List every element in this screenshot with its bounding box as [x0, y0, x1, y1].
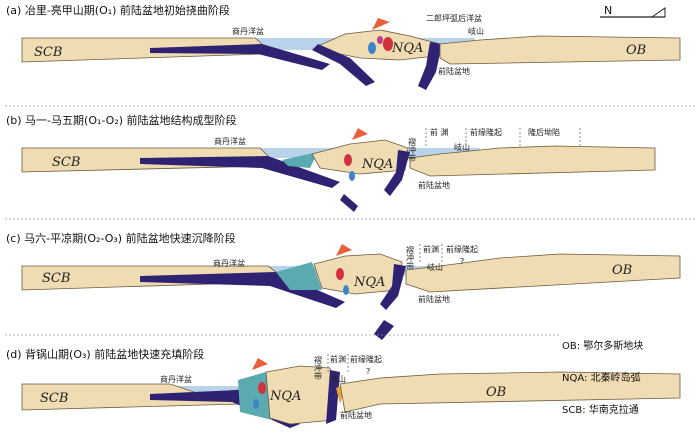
panel-c-zone-wedge: 褶冲带 — [406, 245, 415, 271]
panel-d-ob-label: OB — [486, 385, 506, 400]
panel-a-volcano — [372, 18, 390, 30]
panel-d-nqa-label: NQA — [269, 389, 301, 404]
panel-c: (c) 马六-平凉期(O₂-O₃) 前陆盆地快速沉降阶段 SCB NQA OB … — [5, 231, 680, 340]
panel-a: (a) 冶里-亮甲山期(O₁) 前陆盆地初始挠曲阶段 SCB NQA OB 商丹… — [5, 3, 695, 106]
panel-d-ocean-label: 商丹洋盆 — [160, 374, 192, 384]
north-arrow: N — [600, 4, 665, 17]
panel-c-slab-fragment — [374, 320, 394, 340]
panel-d-question: ? — [366, 367, 370, 376]
panel-c-nqa-label: NQA — [353, 275, 385, 290]
panel-b-scb-label: SCB — [52, 155, 80, 170]
panel-a-magma-pink — [377, 36, 383, 44]
panel-b-magma-blue — [349, 171, 355, 181]
panel-c-zone-bulge: 前缘隆起 — [446, 244, 478, 254]
panel-d-magma-blue — [253, 399, 259, 409]
panel-d-scb-label: SCB — [40, 391, 68, 406]
panel-b-heading: (b) 马一-马五期(O₁-O₂) 前陆盆地结构成型阶段 — [6, 113, 237, 127]
panel-b-volcano — [352, 128, 368, 140]
panel-c-ocean-label: 商丹洋盆 — [213, 258, 245, 268]
panel-c-magma-red — [336, 268, 344, 280]
panel-a-ocean-label: 商丹洋盆 — [232, 26, 264, 36]
panel-b-qishan-label: 岐山 — [454, 142, 470, 152]
panel-c-foreland-label: 前陆盆地 — [418, 294, 450, 304]
panel-d-heading: (d) 背锅山期(O₃) 前陆盆地快速充填阶段 — [6, 347, 204, 361]
panel-a-foreland-label: 前陆盆地 — [438, 66, 470, 76]
panel-a-magma-blue — [368, 42, 376, 54]
legend-ob: OB: 鄂尔多斯地块 — [562, 339, 643, 352]
panel-c-zone-deep: 前渊 — [423, 244, 439, 254]
panel-b-zone-backbulge: 隆后坳陷 — [528, 127, 560, 137]
legend-nqa: NQA: 北秦岭岛弧 — [562, 371, 641, 384]
legend: OB: 鄂尔多斯地块 NQA: 北秦岭岛弧 SCB: 华南克拉通 — [562, 339, 643, 416]
panel-c-ob-label: OB — [612, 263, 632, 278]
panel-b-foreland-label: 前陆盆地 — [418, 180, 450, 190]
panel-c-ob-crust — [406, 254, 680, 292]
panel-b-nqa-label: NQA — [361, 157, 393, 172]
panel-a-heading: (a) 冶里-亮甲山期(O₁) 前陆盆地初始挠曲阶段 — [6, 3, 230, 17]
panel-b-ocean-label: 商丹洋盆 — [214, 136, 246, 146]
panel-d-zone-deep: 前渊 — [330, 354, 346, 364]
panel-d-magma-red — [258, 382, 266, 394]
panel-a-qishan-label: 岐山 — [468, 26, 484, 36]
panel-c-scb-label: SCB — [42, 271, 70, 286]
panel-c-magma-blue — [343, 285, 349, 295]
legend-scb: SCB: 华南克拉通 — [562, 403, 639, 416]
panel-d-zone-bulge: 前缘隆起 — [350, 354, 382, 364]
panel-d-foreland-label: 前陆盆地 — [340, 410, 372, 420]
panel-c-volcano — [336, 244, 352, 256]
panel-b-zone-wedge: 褶冲带 — [408, 137, 417, 163]
north-label: N — [604, 4, 612, 17]
panel-b-nqa-arc — [312, 140, 408, 174]
panel-a-backarc-label: 二郎坪弧后洋盆 — [426, 13, 482, 23]
panel-c-question: ? — [460, 257, 464, 266]
panel-c-qishan-label: 岐山 — [427, 262, 443, 272]
panel-b-zone-deep: 前 渊 — [430, 127, 449, 137]
panel-a-nqa-label: NQA — [391, 41, 423, 56]
panel-d-qishan-label: 岐山 — [330, 374, 346, 384]
panel-a-ob-label: OB — [626, 43, 646, 58]
panel-b-zone-bulge: 前缘隆起 — [470, 127, 502, 137]
panel-c-heading: (c) 马六-平凉期(O₂-O₃) 前陆盆地快速沉降阶段 — [6, 231, 236, 245]
panel-a-scb-label: SCB — [34, 45, 62, 60]
panel-d-volcano — [252, 358, 268, 370]
panel-b-magma-red — [344, 154, 352, 166]
panel-b-slab-fragment — [340, 194, 358, 212]
panel-b: (b) 马一-马五期(O₁-O₂) 前陆盆地结构成型阶段 SCB NQA 商丹洋… — [5, 113, 695, 219]
panel-d-zone-wedge: 褶冲带 — [314, 355, 323, 381]
